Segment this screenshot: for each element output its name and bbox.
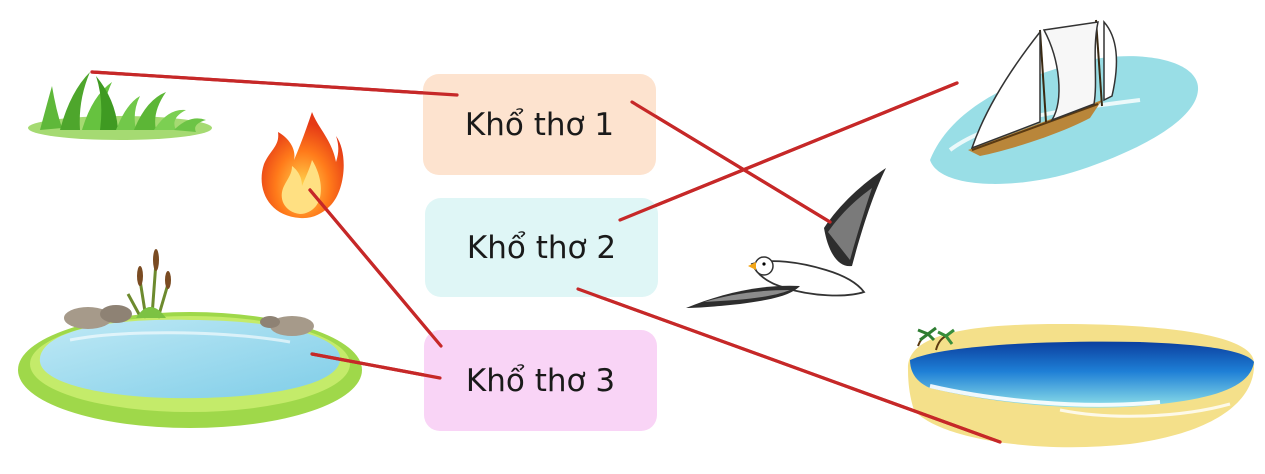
grass-icon xyxy=(28,72,212,140)
box-kho-tho-2[interactable]: Khổ thơ 2 xyxy=(425,198,658,297)
pond-icon xyxy=(18,249,362,428)
box-kho-tho-3[interactable]: Khổ thơ 3 xyxy=(424,330,657,431)
fire-icon xyxy=(261,112,344,219)
line-grass-to-box1 xyxy=(90,70,459,97)
sailboat-icon xyxy=(930,19,1199,184)
line-fire-to-box3 xyxy=(308,188,443,348)
seagull-icon xyxy=(686,168,886,308)
line-box2-to-sailboat xyxy=(618,81,959,222)
box-kho-tho-1[interactable]: Khổ thơ 1 xyxy=(423,74,656,175)
